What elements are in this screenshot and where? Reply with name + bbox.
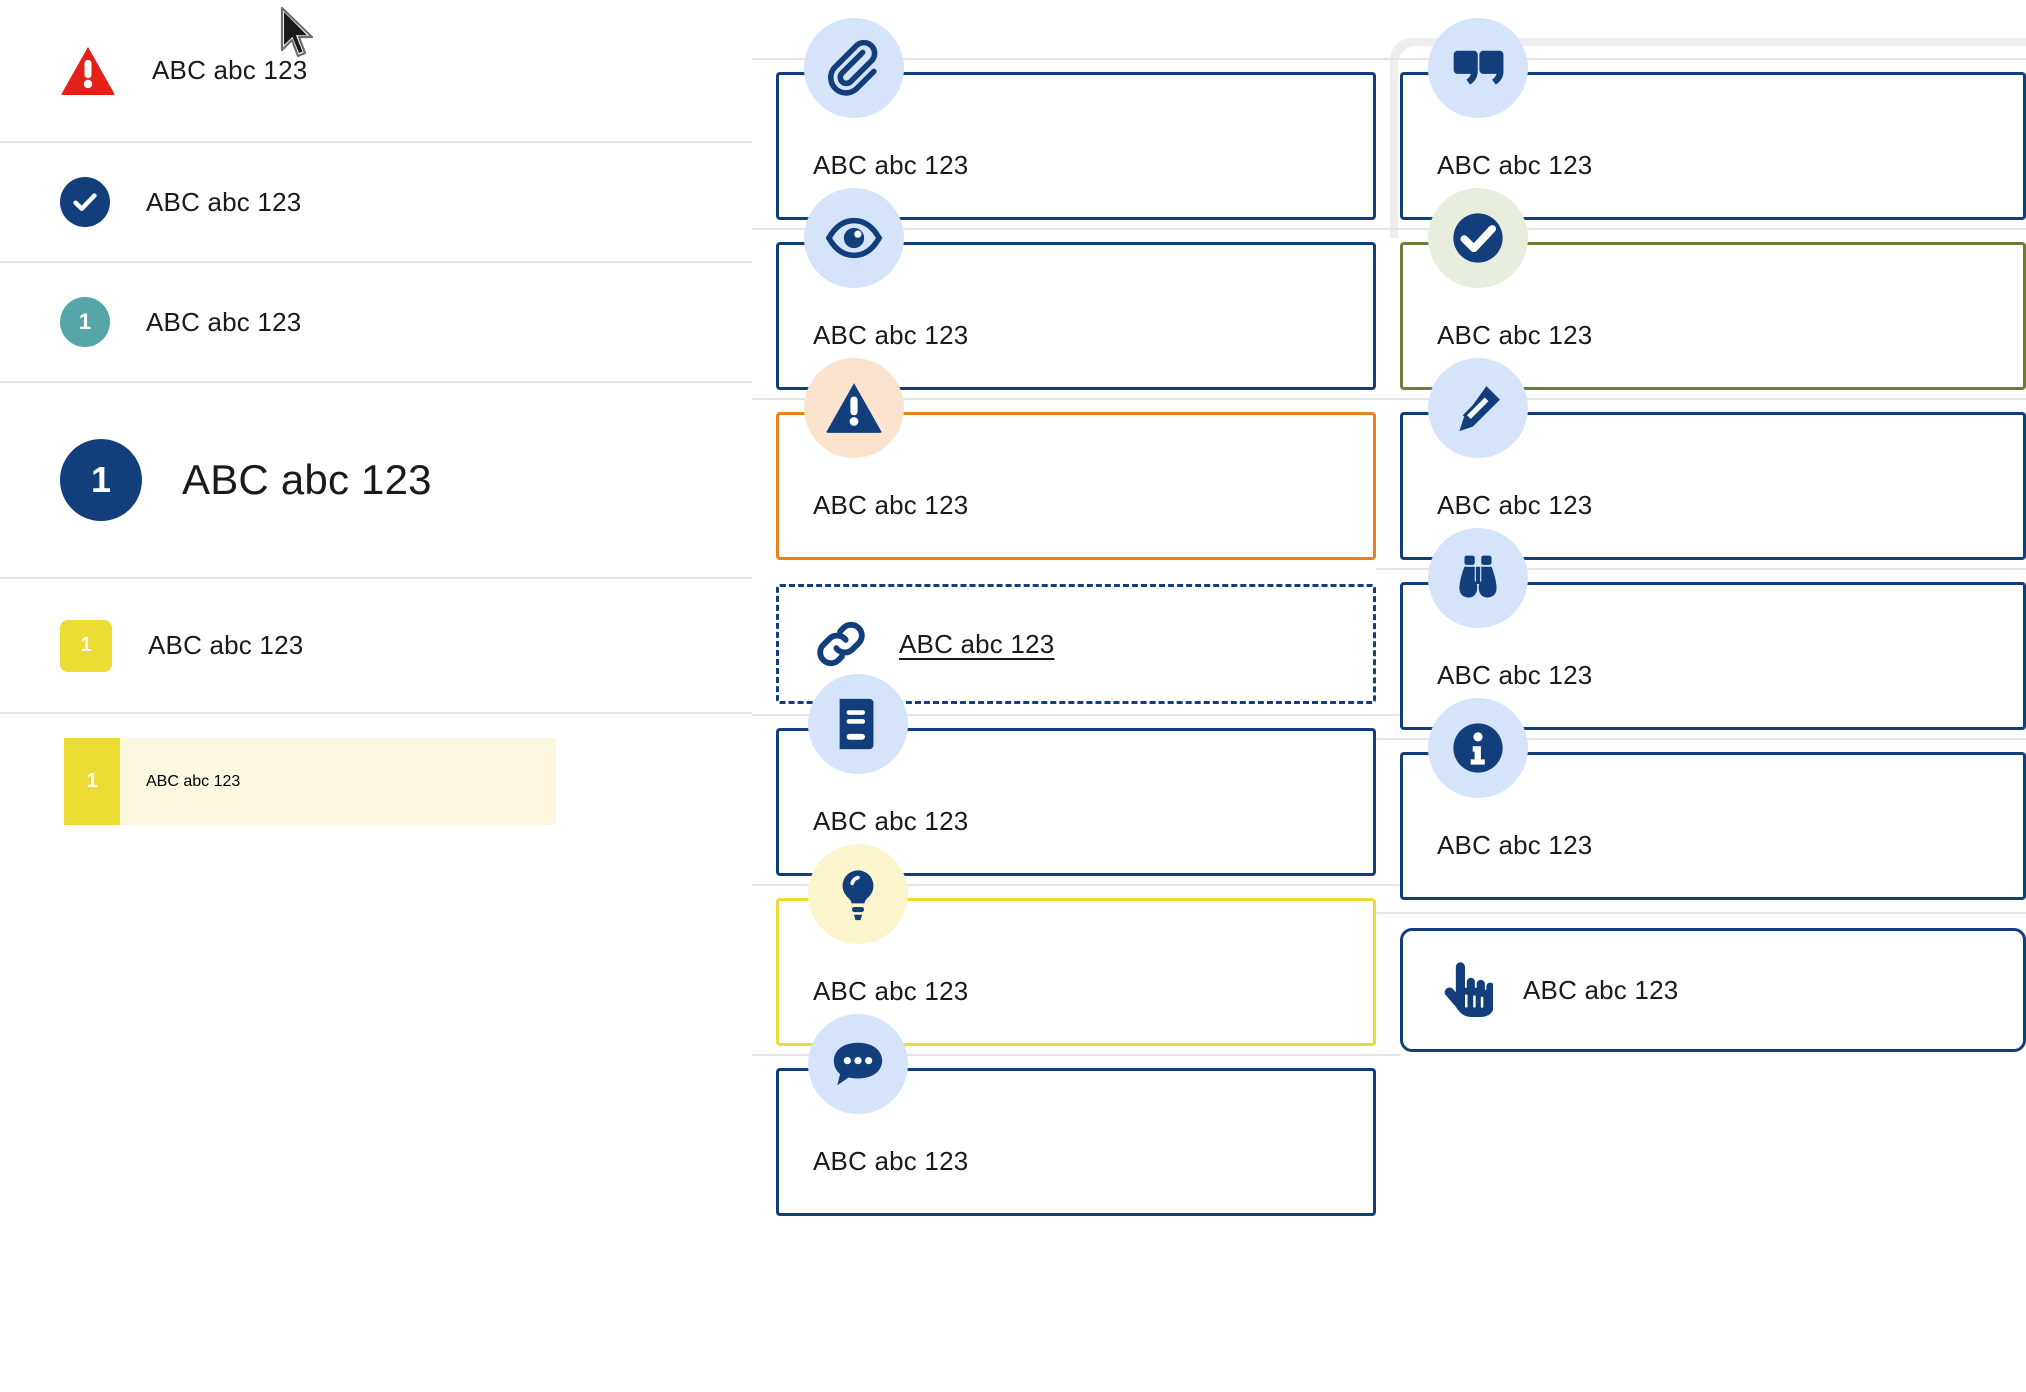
divider [752,884,1400,886]
pencil-icon [1428,358,1528,458]
card-label: ABC abc 123 [813,320,969,350]
card-label: ABC abc 123 [1437,150,1593,180]
card-label[interactable]: ABC abc 123 [899,628,1055,659]
card-label: ABC abc 123 [813,490,969,520]
card-slot: ABC abc 123 [752,1014,1400,1216]
eye-icon [804,188,904,288]
card-label: ABC abc 123 [1437,320,1593,350]
sidebar-item-label: ABC abc 123 [146,306,302,337]
card-column-middle: ABC abc 123 ABC abc 123 [752,0,1400,1216]
divider [1376,568,2026,570]
sidebar-item-selected-surface: 1 ABC abc 123 [64,738,556,825]
divider [1376,398,2026,400]
number-square-icon: 1 [60,619,112,672]
paperclip-icon [804,18,904,118]
number-circle-icon: 1 [60,297,110,347]
comment-bubble-icon [808,1014,908,1114]
card-slot: ABC abc 123 [752,358,1400,560]
number-circle-large-icon: 1 [60,439,142,521]
warning-triangle-icon [804,358,904,458]
sidebar-item-warning[interactable]: ABC abc 123 [0,0,752,143]
sidebar-item-step-primary[interactable]: 1 ABC abc 123 [0,383,752,579]
lightbulb-icon [808,844,908,944]
card-action[interactable]: ABC abc 123 [1400,928,2026,1052]
binoculars-icon [1428,528,1528,628]
sidebar-item-label: ABC abc 123 [148,630,304,660]
warning-triangle-icon [60,45,116,97]
sidebar-item-step-teal[interactable]: 1 ABC abc 123 [0,263,752,383]
hand-pointer-icon [1437,959,1493,1021]
sidebar-item-selected[interactable]: 1 ABC abc 123 [0,714,752,849]
divider [752,714,1400,716]
card-label: ABC abc 123 [813,150,969,180]
card-slot: ABC abc 123 [1376,698,2026,900]
sidebar: ABC abc 123 ABC abc 123 1 ABC abc 123 1 … [0,0,752,1392]
card-label: ABC abc 123 [1437,830,1593,860]
card-label: ABC abc 123 [813,806,969,836]
sidebar-item-label: ABC abc 123 [146,186,302,217]
divider [752,1054,1400,1056]
card-label: ABC abc 123 [813,976,969,1006]
divider [1376,912,2026,914]
card-label: ABC abc 123 [813,1146,969,1176]
divider [752,398,1400,400]
sidebar-item-label: ABC abc 123 [152,55,308,85]
divider [1376,58,2026,60]
card-label: ABC abc 123 [1437,660,1593,690]
link-chain-icon [813,616,869,672]
sidebar-item-label: ABC abc 123 [146,772,241,790]
sidebar-item-step-yellow[interactable]: 1 ABC abc 123 [0,579,752,714]
check-circle-icon [1428,188,1528,288]
divider [752,58,1400,60]
sidebar-item-complete[interactable]: ABC abc 123 [0,143,752,263]
divider [752,228,1400,230]
card-label: ABC abc 123 [1523,974,1679,1005]
check-circle-icon [60,177,110,227]
number-bar-icon: 1 [64,738,120,825]
card-column-right: ABC abc 123 ABC abc 123 [1376,0,2026,1052]
sidebar-item-label: ABC abc 123 [182,456,432,503]
divider [1376,228,2026,230]
card-label: ABC abc 123 [1437,490,1593,520]
divider [1376,738,2026,740]
book-icon [808,674,908,774]
quote-marks-icon [1428,18,1528,118]
card-slot: ABC abc 123 [1376,912,2026,1052]
info-circle-icon [1428,698,1528,798]
